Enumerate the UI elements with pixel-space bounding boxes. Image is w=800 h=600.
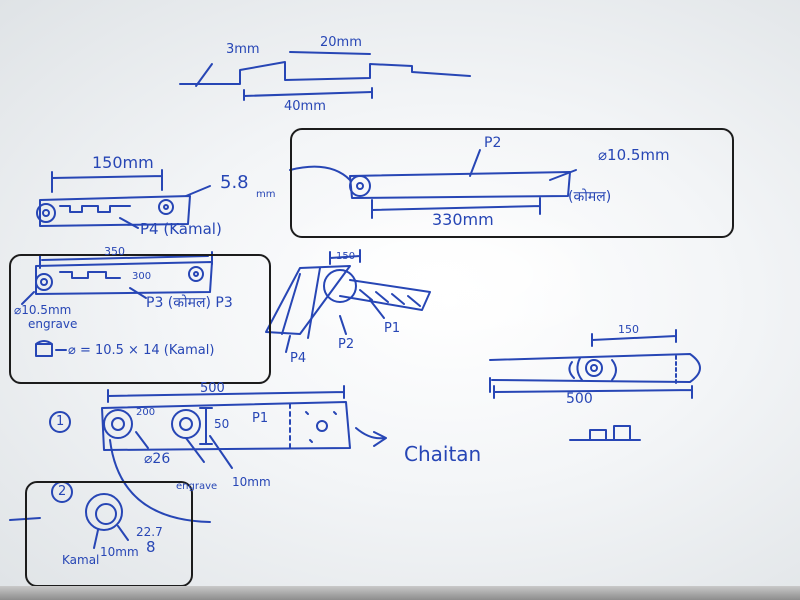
p3-dia-label: ⌀10.5mm (14, 303, 72, 317)
p2-note-label: (कोमल) (568, 189, 612, 205)
item-2-dim-a-label: 22.7 (136, 525, 163, 539)
item-2-dim-c-label: 10mm (100, 545, 139, 559)
p3-pin-label: ⌀ = 10.5 × 14 (Kamal) (68, 343, 215, 358)
p3-name-label: P3 (कोमल) P3 (146, 295, 233, 311)
assembly-top-label: 150 (336, 251, 356, 262)
assembly-p4-label: P4 (290, 351, 307, 366)
assembly-p2-label: P2 (338, 337, 355, 352)
p3-length-label: 350 (104, 245, 125, 258)
p4-name-label: P4 (Kamal) (140, 220, 222, 238)
slot-bar-sketch (489, 329, 701, 441)
item-1-arrow-label: Chaitan (404, 442, 482, 466)
p2-length-label: 330mm (432, 210, 494, 229)
item-1-height-label: 50 (214, 417, 230, 431)
item-1-p1-label: P1 (252, 411, 269, 426)
p2-label: P2 (484, 135, 502, 151)
thickness-label: 3mm (226, 42, 260, 57)
p4-dia-unit: mm (256, 189, 276, 200)
p2-dia-label: ⌀10.5mm (598, 146, 670, 164)
link-p4-sketch (36, 169, 211, 229)
length-label: 40mm (284, 99, 326, 114)
assembly-sketch (265, 249, 431, 353)
pitch-label: 20mm (320, 35, 362, 50)
item-1-length-label: 500 (200, 381, 225, 396)
slot-top-label: 150 (618, 323, 639, 336)
item-1-engrave-label: engrave (176, 481, 218, 492)
item-1-dim-label: 10mm (232, 475, 271, 489)
item-1-number: 1 (56, 414, 65, 429)
frame-p3 (9, 254, 271, 384)
p4-length-label: 150mm (92, 153, 154, 172)
slot-length-label: 500 (566, 391, 593, 407)
link-p2-sketch (289, 149, 577, 219)
marker-tray (0, 586, 800, 600)
link-p3-sketch (21, 251, 213, 357)
assembly-p1-label: P1 (384, 321, 401, 336)
p4-dia-label: 5.8 (220, 172, 249, 193)
item-1-inner-label: 200 (136, 407, 156, 418)
frame-item-2 (25, 481, 193, 587)
p3-note-label: engrave (28, 317, 78, 331)
item-1-sketch (49, 385, 387, 523)
light-reflection (300, 220, 580, 330)
frame-p2 (290, 128, 734, 238)
item-2-number: 2 (58, 484, 67, 499)
p3-inner-label: 300 (132, 271, 152, 282)
step-profile-sketch (179, 51, 471, 101)
item-2-dim-b-label: 8 (146, 538, 156, 556)
item-2-sketch (9, 481, 129, 549)
item-2-name-label: Kamal (62, 553, 100, 567)
item-1-dia-label: ⌀26 (144, 451, 171, 467)
